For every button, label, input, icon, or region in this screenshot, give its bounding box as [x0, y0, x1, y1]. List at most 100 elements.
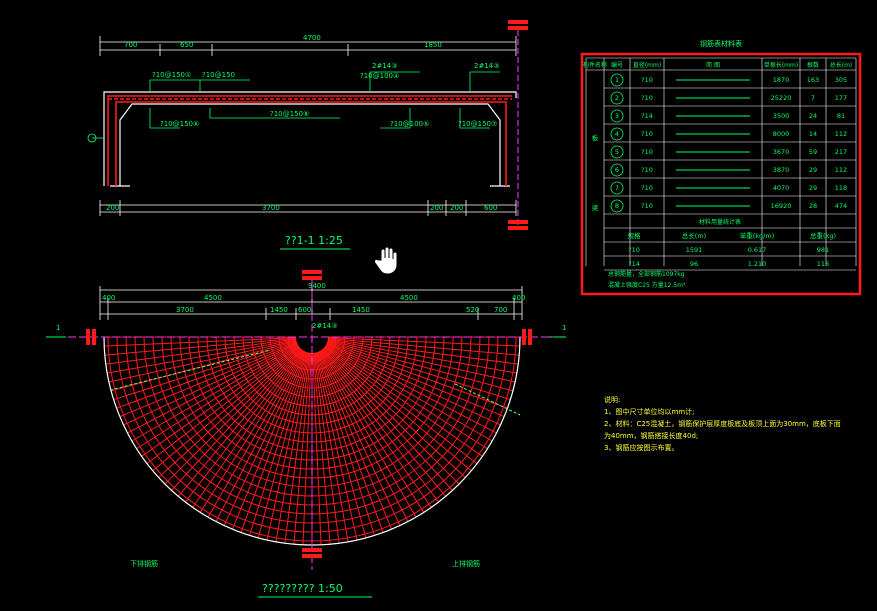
table-cell: ?10 [641, 94, 653, 102]
table-cell: 305 [835, 76, 847, 84]
table-cell: 7 [811, 94, 815, 102]
plan-mid-dim-2: 1450 [270, 306, 288, 314]
radial-bar [177, 348, 303, 497]
table-header: 编号 [611, 61, 623, 69]
table-cell: ?10 [641, 130, 653, 138]
radial-bar [326, 342, 508, 409]
radial-bar [327, 340, 514, 392]
radial-bar [104, 337, 297, 347]
radial-bar [325, 343, 497, 434]
radial-bar [107, 339, 297, 374]
ring-bar [161, 336, 463, 488]
table-cell: 29 [809, 184, 817, 192]
row-number-circle [610, 145, 624, 159]
radial-bar [108, 339, 297, 383]
plan-view: 9400 400 4500 4500 400 3700 1450 600 145… [46, 270, 566, 598]
section-label-8: ?10@150⑧ [270, 110, 309, 118]
row-number-circle [610, 73, 624, 87]
table-cell: 25220 [771, 94, 792, 102]
ring-bar [215, 336, 409, 434]
table-cell: ?10 [641, 184, 653, 192]
radial-bar [315, 352, 367, 539]
row-number-circle [610, 91, 624, 105]
plan-mid-dim-1: 3700 [176, 306, 194, 314]
radial-bar [199, 350, 304, 513]
plan-section-mark-left: 1 [56, 324, 60, 332]
section-bottom-dim-4: 200 [450, 204, 463, 212]
radial-bar [284, 352, 311, 544]
radial-bar [325, 344, 493, 442]
radial-bar [317, 351, 384, 533]
radial-bar [327, 338, 519, 365]
notes-line-2: 2、材料：C25混凝土，钢筋保护层厚度板底及板顶上面为30mm，底板下面 [604, 419, 841, 428]
table-cell: 8000 [773, 130, 790, 138]
plan-top-dim-3: 4500 [400, 294, 418, 302]
table-note-1: 总钢筋量，全部钢筋1097kg [608, 270, 685, 278]
plan-center-label: 2#14③ [312, 322, 338, 330]
summary-header: 单重(kg/m) [740, 231, 774, 240]
section-label-9: ?10@100⑤ [390, 120, 429, 128]
section-top-dim-3: 1850 [424, 41, 442, 49]
table-cell: 7 [615, 184, 619, 192]
table-cell: 5 [615, 148, 619, 156]
plan-mid-dim-6: 700 [494, 306, 507, 314]
table-cell: 81 [837, 112, 845, 120]
table-cell: 59 [809, 148, 817, 156]
group-label: 梁 [592, 203, 599, 212]
ring-bar [170, 336, 454, 479]
table-cell: 1 [615, 76, 619, 84]
section-bottom-dim-1: 200 [106, 204, 119, 212]
table-cell: 112 [835, 130, 847, 138]
table-cell: 3500 [773, 112, 790, 120]
table-cell: 14 [809, 130, 817, 138]
radial-bar [116, 342, 298, 409]
dim-leader [109, 349, 271, 391]
radial-bar [105, 338, 297, 365]
section-title: ??1-1 1:25 [285, 234, 343, 247]
radial-bar [171, 348, 302, 491]
table-cell: 24 [809, 112, 817, 120]
radial-bar [327, 339, 516, 383]
radial-bar [110, 340, 297, 392]
summary-cell: 0.617 [748, 246, 767, 254]
summary-cell: 116 [817, 260, 829, 268]
radial-bar [324, 345, 483, 457]
radial-bar [141, 345, 300, 457]
plan-mid-dim-3: 600 [298, 306, 311, 314]
table-cell: 6 [615, 166, 619, 174]
section-bottom-dim-5: 600 [484, 204, 497, 212]
table-cell: ?10 [641, 202, 653, 210]
radial-bar [231, 351, 307, 530]
table-cell: 16920 [771, 202, 792, 210]
radial-bar [314, 352, 349, 542]
radial-bar [158, 347, 301, 478]
plan-top-dim-1: 400 [102, 294, 115, 302]
dim-leader [454, 383, 521, 416]
radial-bar [240, 351, 307, 533]
plan-section-mark-right: 1 [562, 324, 566, 332]
radial-bar [257, 352, 309, 539]
table-cell: 8 [615, 202, 619, 210]
radial-bar [293, 352, 312, 545]
radial-bar [327, 341, 511, 401]
summary-cell: ?10 [628, 246, 640, 254]
summary-header: 总重(kg) [810, 231, 836, 240]
section-top-dim-total: 4700 [303, 34, 321, 42]
table-cell: 474 [835, 202, 847, 210]
radial-bar [266, 352, 310, 541]
summary-cell: 1591 [686, 246, 703, 254]
section-label-1: ?10@150① [152, 71, 191, 79]
row-number-circle [610, 199, 624, 213]
row-number-circle [610, 163, 624, 177]
table-header: 简 图 [706, 61, 720, 69]
radial-bar [326, 343, 501, 426]
row-number-circle [610, 109, 624, 123]
radial-bar [275, 352, 310, 542]
notes-title: 说明: [604, 395, 620, 404]
radial-bar [152, 346, 301, 472]
section-label-6: ?10@150⑥ [160, 120, 199, 128]
table-title: 钢筋表材料表 [700, 39, 742, 48]
section-top-dim-2: 650 [180, 41, 193, 49]
radial-bar [192, 349, 304, 508]
